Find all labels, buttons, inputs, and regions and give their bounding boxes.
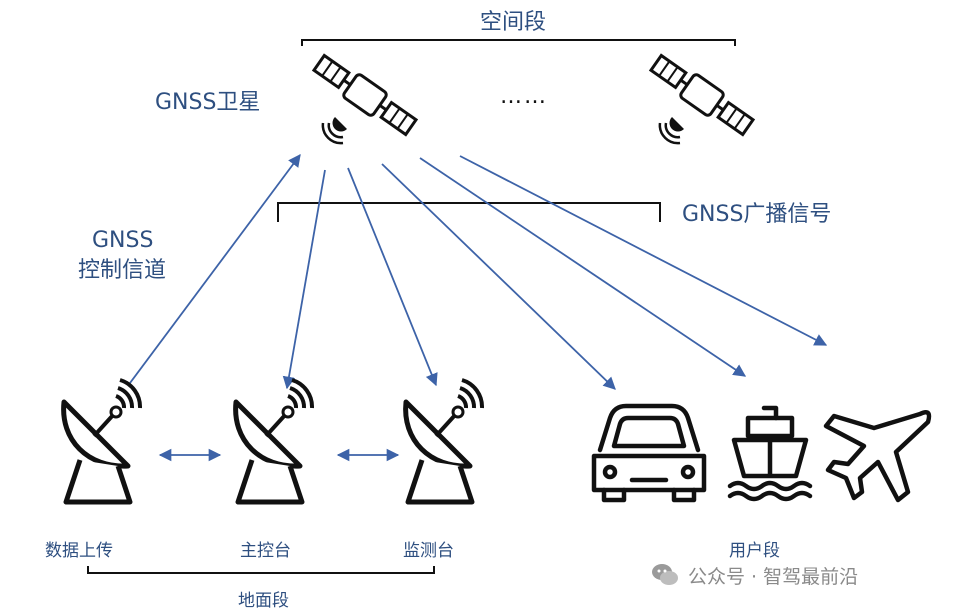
master-control-label: 主控台 xyxy=(240,541,291,561)
uplink-arrow xyxy=(129,153,301,384)
downlink-arrow-ship xyxy=(419,157,747,377)
monitor-antenna-icon xyxy=(406,380,482,502)
satellite-icon xyxy=(309,49,421,145)
space-segment-bracket xyxy=(301,39,736,46)
space-segment-label: 空间段 xyxy=(480,10,547,35)
wechat-icon xyxy=(652,564,678,585)
downlink-arrow-master xyxy=(282,169,326,390)
ship-icon xyxy=(727,405,813,502)
watermark-text: 公众号 · 智驾最前沿 xyxy=(688,565,859,588)
control-channel-label-line2: 控制信道 xyxy=(78,258,167,283)
downlink-arrow-car xyxy=(381,163,616,390)
airplane-icon xyxy=(823,410,932,503)
downlink-arrow-plane xyxy=(459,155,828,346)
master-control-antenna-icon xyxy=(236,380,312,502)
watermark: 公众号 · 智驾最前沿 xyxy=(650,560,858,590)
ground-segment-bracket xyxy=(87,566,435,574)
broadcast-bracket xyxy=(277,202,661,222)
broadcast-signal-label: GNSS广播信号 xyxy=(682,202,832,227)
user-segment-label: 用户段 xyxy=(729,541,780,561)
downlink-arrow-monitor xyxy=(347,167,438,387)
car-icon xyxy=(591,403,707,503)
data-upload-label: 数据上传 xyxy=(45,541,113,561)
ground-segment-label: 地面段 xyxy=(238,591,289,611)
more-satellites-ellipsis: …… xyxy=(500,84,548,109)
control-channel-label-line1: GNSS xyxy=(92,228,154,253)
satellite-icon xyxy=(646,49,758,145)
signal-arrows xyxy=(129,153,828,462)
data-upload-antenna-icon xyxy=(64,380,140,502)
gnss-satellite-label: GNSS卫星 xyxy=(155,90,261,115)
monitor-station-label: 监测台 xyxy=(403,541,454,561)
